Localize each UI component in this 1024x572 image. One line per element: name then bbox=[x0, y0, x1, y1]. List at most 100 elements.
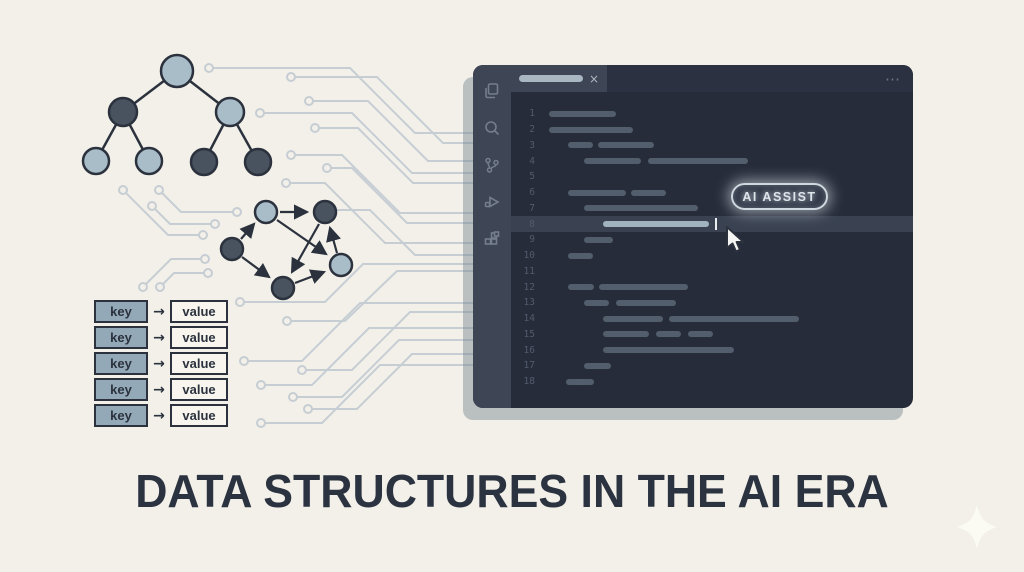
code-token-bar bbox=[584, 362, 611, 369]
code-token-bar bbox=[584, 236, 613, 243]
code-line[interactable]: 9 bbox=[511, 232, 913, 248]
circuit-traces bbox=[118, 63, 500, 428]
line-number: 3 bbox=[529, 139, 535, 151]
editor-tab[interactable]: × bbox=[511, 65, 607, 92]
line-number: 4 bbox=[529, 155, 535, 167]
directed-graph-diagram bbox=[219, 199, 354, 301]
code-line[interactable]: 5 bbox=[511, 169, 913, 185]
code-line[interactable]: 14 bbox=[511, 311, 913, 327]
code-line[interactable]: 7 bbox=[511, 201, 913, 217]
code-tokens bbox=[541, 169, 913, 185]
code-tokens bbox=[541, 342, 913, 358]
code-line[interactable]: 10 bbox=[511, 248, 913, 264]
graph-node bbox=[328, 252, 354, 278]
code-line[interactable]: 18 bbox=[511, 374, 913, 390]
code-token-bar bbox=[631, 189, 666, 196]
code-tokens bbox=[541, 201, 913, 217]
key-cell: key bbox=[94, 404, 148, 427]
code-token-bar bbox=[568, 142, 593, 149]
code-token-bar bbox=[603, 315, 663, 322]
key-cell: key bbox=[94, 378, 148, 401]
hash-table-row: key→value bbox=[94, 404, 228, 427]
source-control-icon[interactable] bbox=[482, 155, 502, 175]
code-tokens bbox=[541, 374, 913, 390]
tab-title-placeholder bbox=[519, 75, 583, 82]
line-number: 18 bbox=[523, 376, 535, 388]
files-icon[interactable] bbox=[482, 81, 502, 101]
arrow-icon: → bbox=[153, 303, 165, 320]
value-cell: value bbox=[170, 352, 228, 375]
graph-node bbox=[312, 199, 338, 225]
line-number: 9 bbox=[529, 234, 535, 246]
code-line[interactable]: 17 bbox=[511, 358, 913, 374]
code-tokens bbox=[541, 295, 913, 311]
code-line[interactable]: 12 bbox=[511, 279, 913, 295]
text-cursor bbox=[715, 218, 717, 231]
code-line[interactable]: 13 bbox=[511, 295, 913, 311]
code-tokens bbox=[541, 216, 913, 232]
key-cell: key bbox=[94, 300, 148, 323]
line-number: 8 bbox=[529, 218, 535, 230]
code-line[interactable]: 15 bbox=[511, 327, 913, 343]
mouse-cursor-icon bbox=[726, 226, 745, 253]
code-line[interactable]: 16 bbox=[511, 342, 913, 358]
tab-close-icon[interactable]: × bbox=[589, 71, 600, 86]
code-tokens bbox=[541, 264, 913, 280]
extensions-icon[interactable] bbox=[482, 229, 502, 249]
code-line[interactable]: 8 bbox=[511, 216, 913, 232]
key-cell: key bbox=[94, 352, 148, 375]
line-number: 14 bbox=[523, 313, 535, 325]
tree-leaf-node bbox=[189, 147, 219, 177]
run-debug-icon[interactable] bbox=[482, 192, 502, 212]
code-token-bar bbox=[648, 158, 748, 165]
binary-tree-diagram bbox=[81, 53, 273, 177]
code-tokens bbox=[541, 153, 913, 169]
line-number: 13 bbox=[523, 297, 535, 309]
code-token-bar bbox=[568, 189, 626, 196]
code-line[interactable]: 1 bbox=[511, 106, 913, 122]
key-cell: key bbox=[94, 326, 148, 349]
value-cell: value bbox=[170, 378, 228, 401]
code-tokens bbox=[541, 358, 913, 374]
code-line[interactable]: 2 bbox=[511, 122, 913, 138]
code-token-bar bbox=[584, 205, 698, 212]
code-line[interactable]: 11 bbox=[511, 264, 913, 280]
line-number: 15 bbox=[523, 328, 535, 340]
line-number: 7 bbox=[529, 202, 535, 214]
code-line[interactable]: 4 bbox=[511, 153, 913, 169]
overflow-menu-icon[interactable]: ⋯ bbox=[885, 70, 901, 88]
code-token-bar bbox=[603, 331, 649, 338]
ai-assist-label: AI ASSIST bbox=[742, 189, 817, 204]
sparkle-icon bbox=[957, 505, 997, 549]
line-number: 2 bbox=[529, 124, 535, 136]
value-cell: value bbox=[170, 300, 228, 323]
hash-table-row: key → value bbox=[94, 326, 228, 349]
code-tokens bbox=[541, 122, 913, 138]
line-number: 12 bbox=[523, 281, 535, 293]
tree-leaf-node bbox=[134, 146, 164, 176]
arrow-icon: → bbox=[153, 329, 165, 346]
hash-table-row: key→value bbox=[94, 378, 228, 401]
graph-node bbox=[253, 199, 279, 225]
code-line[interactable]: 3 bbox=[511, 138, 913, 154]
code-tokens bbox=[541, 232, 913, 248]
value-cell: value bbox=[170, 326, 228, 349]
code-token-bar bbox=[598, 142, 654, 149]
code-line[interactable]: 6 bbox=[511, 185, 913, 201]
search-icon[interactable] bbox=[482, 118, 502, 138]
tree-leaf-node bbox=[81, 146, 111, 176]
graph-node bbox=[270, 275, 296, 301]
code-tokens bbox=[541, 279, 913, 295]
code-tokens bbox=[541, 138, 913, 154]
code-token-bar bbox=[549, 110, 616, 117]
tree-leaf-node bbox=[243, 147, 273, 177]
code-token-bar bbox=[549, 126, 633, 133]
code-token-bar bbox=[669, 315, 799, 322]
ai-assist-badge[interactable]: AI ASSIST bbox=[731, 183, 828, 210]
code-token-bar bbox=[616, 299, 676, 306]
